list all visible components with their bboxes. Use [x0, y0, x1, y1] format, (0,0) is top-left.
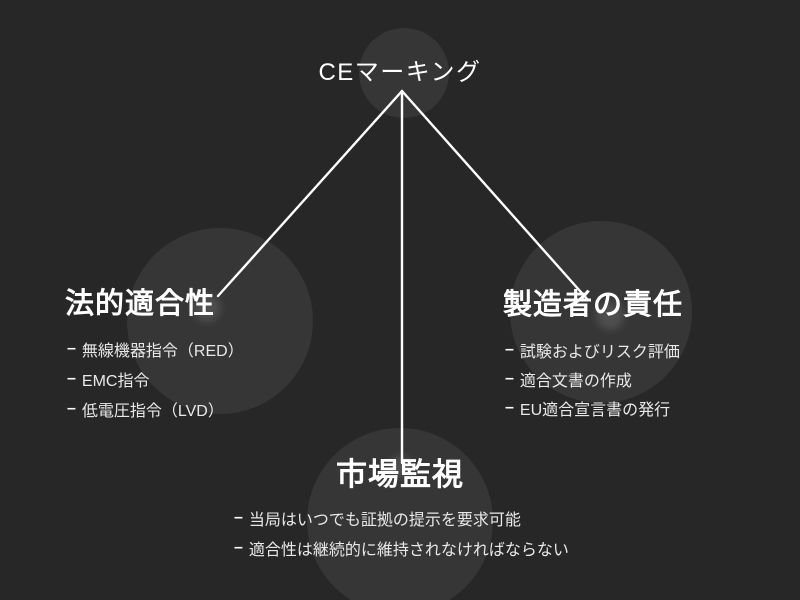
- line-endpoint-glow-right: [596, 302, 624, 330]
- branch-item-list: – 当局はいつでも証拠の提示を要求可能 – 適合性は継続的に維持されなければなら…: [232, 503, 569, 563]
- branch-item: – 当局はいつでも証拠の提示を要求可能: [232, 503, 569, 533]
- branch-item: – 適合性は継続的に維持されなければならない: [232, 533, 569, 563]
- connector-line-left: [216, 89, 404, 298]
- branch-legal-conformity: 法的適合性 – 無線機器指令（RED） – EMC指令 – 低電圧指令（LVD）: [65, 288, 244, 424]
- dash-marker: –: [234, 509, 243, 526]
- item-label: 無線機器指令（RED）: [81, 343, 244, 360]
- branch-heading: 法的適合性: [65, 288, 216, 320]
- dash-marker: –: [67, 370, 76, 387]
- branch-market-surveillance: 市場監視 – 当局はいつでも証拠の提示を要求可能 – 適合性は継続的に維持されな…: [0, 457, 800, 560]
- branch-manufacturer-responsibility: 製造者の責任 – 試験およびリスク評価 – 適合文書の作成 – EU適合宣言書の…: [503, 289, 683, 422]
- dash-marker: –: [505, 340, 514, 358]
- dash-marker: –: [67, 400, 76, 417]
- dash-marker: –: [505, 369, 514, 387]
- item-label: EU適合宣言書の発行: [519, 401, 671, 419]
- branch-item: – EMC指令: [65, 364, 244, 394]
- item-label: 適合性は継続的に維持されなければならない: [248, 542, 569, 559]
- bg-circle-right: [510, 221, 692, 403]
- item-label: EMC指令: [81, 373, 150, 390]
- branch-item: – EU適合宣言書の発行: [503, 393, 683, 422]
- branch-heading: 市場監視: [336, 457, 464, 492]
- branch-item: – 試験およびリスク評価: [503, 335, 683, 364]
- branch-item-list: – 無線機器指令（RED） – EMC指令 – 低電圧指令（LVD）: [65, 334, 244, 424]
- branch-item: – 無線機器指令（RED）: [65, 334, 244, 364]
- bg-circle-left: [127, 228, 313, 414]
- branch-item: – 適合文書の作成: [503, 364, 683, 393]
- item-label: 適合文書の作成: [519, 372, 632, 390]
- item-label: 低電圧指令（LVD）: [81, 403, 224, 420]
- line-endpoint-glow-bottom: [390, 456, 412, 478]
- line-endpoint-glow-left: [193, 294, 221, 322]
- branch-heading: 製造者の責任: [503, 289, 684, 321]
- central-topic-label: CEマーキング: [318, 59, 482, 86]
- dash-marker: –: [234, 539, 243, 556]
- item-label: 当局はいつでも証拠の提示を要求可能: [248, 512, 521, 529]
- branch-item: – 低電圧指令（LVD）: [65, 394, 244, 424]
- item-label: 試験およびリスク評価: [519, 343, 680, 361]
- bg-circle-center: [359, 28, 449, 118]
- bg-circle-bottom: [307, 428, 493, 600]
- dash-marker: –: [67, 340, 76, 357]
- connector-line-right: [400, 89, 590, 302]
- dash-marker: –: [505, 398, 514, 416]
- branch-item-list: – 試験およびリスク評価 – 適合文書の作成 – EU適合宣言書の発行: [503, 335, 683, 422]
